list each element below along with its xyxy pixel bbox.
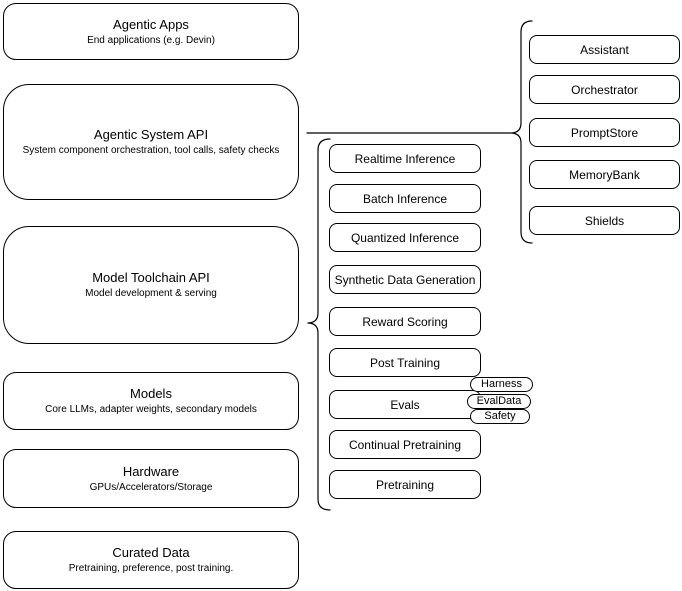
system-node-assistant: Assistant (529, 35, 680, 64)
eval-tag-harness: Harness (470, 377, 533, 392)
node-title: Model Toolchain API (92, 270, 210, 285)
toolchain-node-continual-pretraining: Continual Pretraining (329, 430, 481, 459)
toolchain-node-batch-inference: Batch Inference (329, 184, 481, 213)
toolchain-node-post-training: Post Training (329, 348, 481, 377)
toolchain-node-synthetic-data-generation: Synthetic Data Generation (329, 265, 481, 294)
system-node-orchestrator: Orchestrator (529, 75, 680, 104)
node-models: Models Core LLMs, adapter weights, secon… (3, 372, 299, 430)
node-title: Curated Data (112, 545, 190, 560)
node-subtitle: Pretraining, preference, post training. (68, 563, 234, 574)
system-node-promptstore: PromptStore (529, 118, 680, 147)
node-title: Hardware (122, 463, 180, 479)
toolchain-node-reward-scoring: Reward Scoring (329, 307, 481, 336)
system-node-shields: Shields (529, 206, 680, 235)
system-node-memorybank: MemoryBank (529, 160, 680, 189)
node-title: Models (130, 386, 172, 401)
node-subtitle: Core LLMs, adapter weights, secondary mo… (45, 404, 257, 415)
toolchain-node-realtime-inference: Realtime Inference (329, 144, 481, 173)
eval-tag-evaldata: EvalData (467, 394, 531, 409)
toolchain-node-quantized-inference: Quantized Inference (329, 223, 481, 252)
node-subtitle: Model development & serving (85, 288, 217, 299)
toolchain-group-brace (307, 138, 331, 511)
node-agentic-apps: Agentic Apps End applications (e.g. Devi… (3, 3, 299, 60)
node-subtitle: End applications (e.g. Devin) (87, 34, 215, 46)
node-curated-data: Curated Data Pretraining, preference, po… (3, 531, 299, 589)
eval-tag-safety: Safety (470, 409, 530, 424)
node-subtitle: System component orchestration, tool cal… (22, 145, 280, 156)
node-title: Agentic System API (93, 127, 209, 142)
node-hardware: Hardware GPUs/Accelerators/Storage (3, 449, 299, 508)
node-model-toolchain-api: Model Toolchain API Model development & … (3, 226, 299, 344)
toolchain-node-evals: Evals (329, 390, 481, 419)
system-group-brace (510, 20, 533, 244)
node-subtitle: GPUs/Accelerators/Storage (89, 481, 213, 493)
node-agentic-system-api: Agentic System API System component orch… (3, 84, 299, 200)
toolchain-node-pretraining: Pretraining (329, 470, 481, 499)
node-title: Agentic Apps (113, 16, 189, 32)
